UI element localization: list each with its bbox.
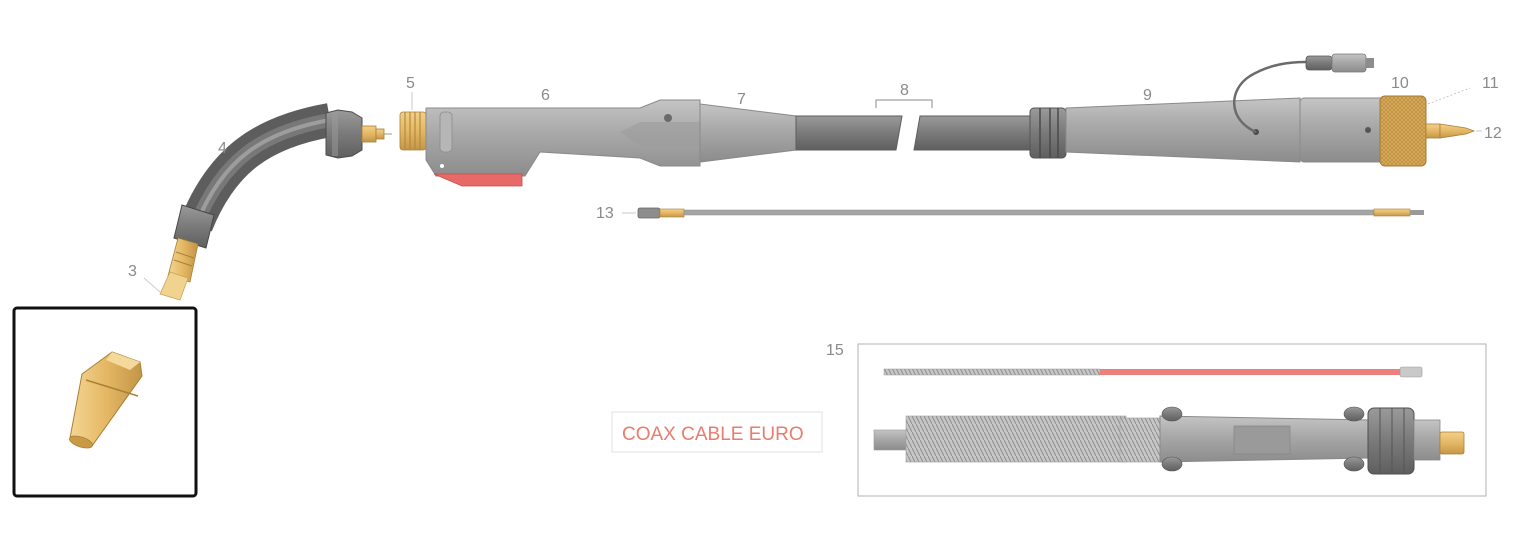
euro-thread-part-5 — [399, 111, 427, 151]
knurled-nut-part-10 — [1379, 95, 1427, 167]
gooseneck-nut — [325, 109, 363, 159]
handle-rear-part-7 — [699, 103, 797, 163]
coax-cable-euro-label: COAX CABLE EURO — [622, 424, 804, 445]
rear-sleeve-part-9 — [1029, 97, 1301, 163]
label-part-4: 4 — [218, 140, 227, 157]
cable-bracket-8 — [875, 99, 933, 108]
brass-pin-part-12 — [1425, 123, 1476, 139]
label-part-13: 13 — [596, 205, 614, 222]
label-part-12: 12 — [1484, 125, 1502, 142]
label-part-9: 9 — [1143, 87, 1152, 104]
coax-inset-frame — [857, 343, 1487, 497]
coax-label-box — [611, 411, 823, 453]
control-cable-plug — [1233, 53, 1374, 134]
handle-part-6 — [425, 99, 701, 177]
leader-lines — [143, 87, 1482, 293]
euro-body-part-10 — [1299, 97, 1385, 163]
label-part-15: 15 — [826, 342, 844, 359]
label-part-7: 7 — [737, 91, 746, 108]
label-part-8: 8 — [900, 82, 909, 99]
label-part-6: 6 — [541, 87, 550, 104]
coax-liner — [883, 366, 1423, 378]
liner-part-13 — [637, 207, 1424, 219]
cable-part-8-right — [913, 115, 1035, 151]
gooseneck-sleeve — [173, 204, 215, 249]
label-part-10: 10 — [1391, 75, 1409, 92]
coax-cable-body — [873, 406, 1465, 475]
label-part-11: 11 — [1482, 75, 1499, 92]
nozzle-holder-part-3 — [159, 237, 199, 301]
cable-part-8-left — [795, 115, 903, 151]
trigger-red — [433, 173, 523, 187]
label-part-5: 5 — [406, 75, 415, 92]
contact-tip-nozzle — [69, 351, 143, 449]
nozzle-highlight-frame — [12, 306, 198, 498]
gooseneck-brass-connector — [361, 125, 392, 143]
label-part-3: 3 — [128, 263, 137, 280]
gooseneck — [180, 103, 334, 232]
